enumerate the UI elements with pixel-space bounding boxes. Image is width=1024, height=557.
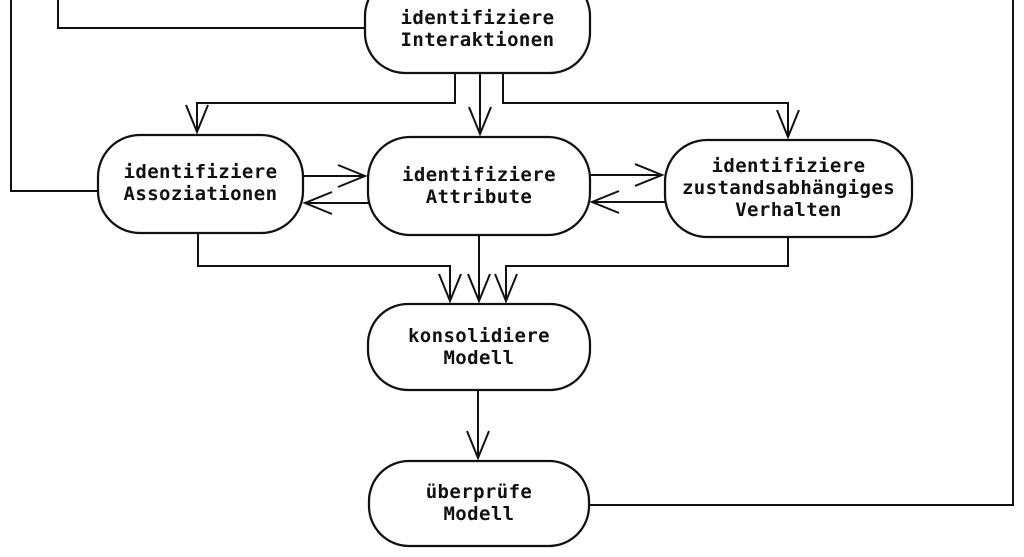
node-identifiziere-attribute-shape — [366, 135, 592, 237]
edge-ueberpruefe-feedback-right — [589, 0, 1014, 506]
edge-verhalten-to-konsolidiere — [494, 236, 789, 304]
node-layer — [96, 0, 914, 548]
edge-interaktionen-to-verhalten — [502, 73, 800, 140]
edge-layer — [10, 0, 1014, 506]
edge-feedback-left-outer — [10, 0, 97, 192]
node-konsolidiere-modell-shape — [366, 302, 592, 392]
node-identifiziere-assoziationen-shape — [96, 133, 305, 235]
node-identifiziere-interaktionen-shape — [363, 0, 592, 75]
node-ueberpruefe-modell-shape — [367, 459, 591, 548]
edge-assoziationen-to-konsolidiere — [197, 232, 462, 304]
edge-feedback-left-inner — [57, 0, 366, 29]
node-identifiziere-verhalten-shape — [663, 138, 914, 239]
edge-interaktionen-to-assoziationen — [185, 73, 456, 135]
